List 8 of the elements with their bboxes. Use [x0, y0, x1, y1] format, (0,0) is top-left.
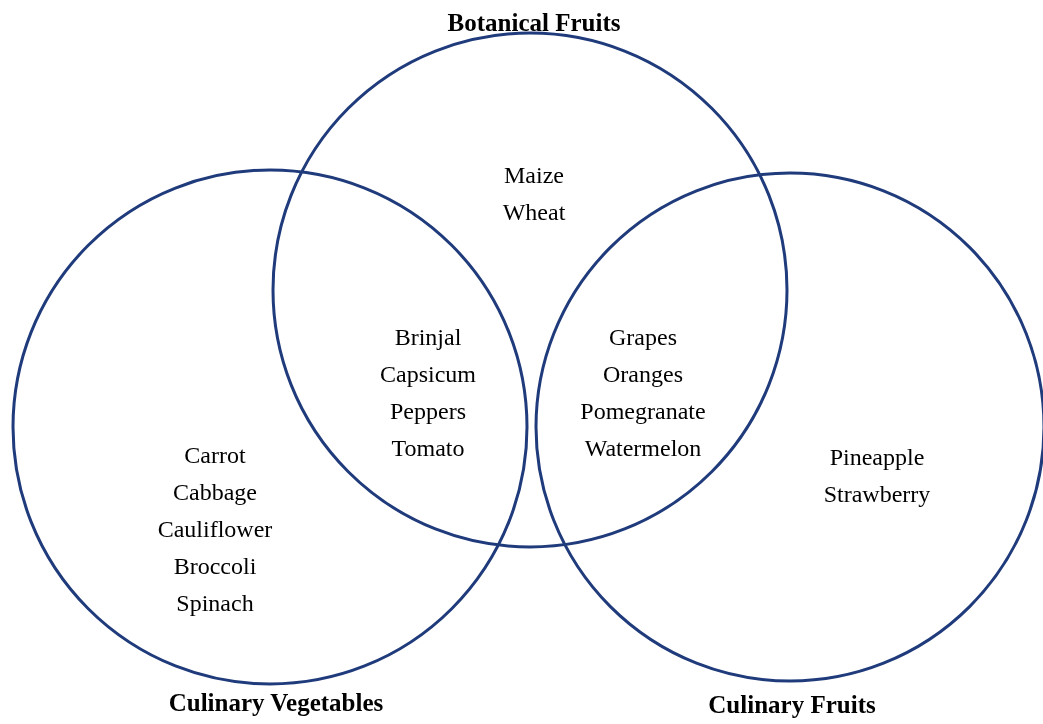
item-list: Pineapple Strawberry	[823, 439, 931, 513]
item-list: Brinjal Capsicum Peppers Tomato	[380, 319, 476, 467]
set-heading: Botanical Fruits	[447, 8, 621, 38]
item-list: Carrot Cabbage Cauliflower Broccoli Spinach	[157, 437, 273, 622]
set-heading: Culinary Fruits	[708, 690, 876, 720]
item-list: Grapes Oranges Pomegranate Watermelon	[580, 319, 706, 467]
set-heading: Culinary Vegetables	[168, 688, 384, 718]
item-list: Maize Wheat	[502, 157, 566, 231]
